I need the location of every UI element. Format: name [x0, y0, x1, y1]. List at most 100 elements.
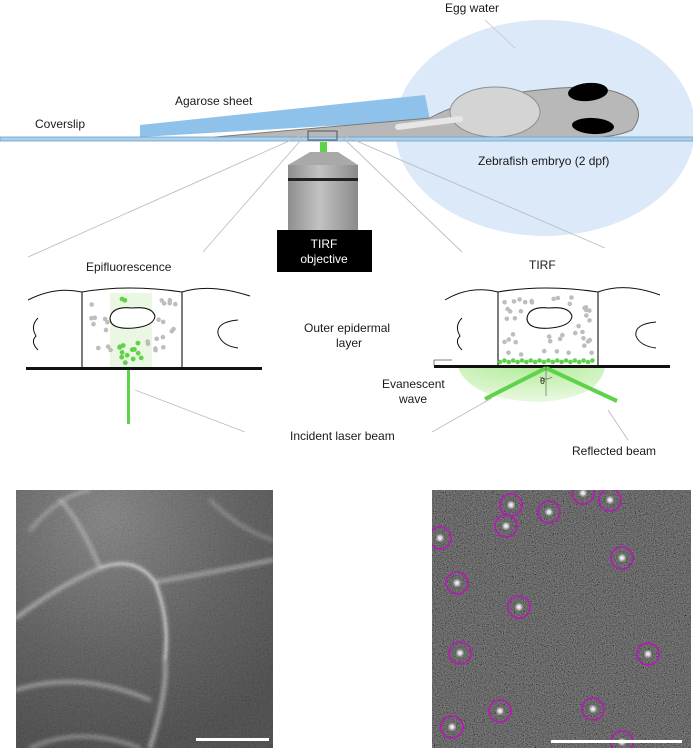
- cell-particle: [518, 352, 524, 357]
- fluorescent-particle-membrane: [510, 358, 516, 363]
- fluorescent-particle: [135, 340, 141, 346]
- cell-particle: [576, 323, 581, 329]
- cell-particle: [560, 332, 565, 338]
- fluorescent-particle-membrane: [506, 359, 512, 365]
- cell-particle: [160, 319, 166, 325]
- leader-reflected: [607, 409, 629, 441]
- scale-bar-right: [551, 740, 682, 743]
- fluorescent-particle-membrane: [546, 358, 551, 363]
- cell-particle: [156, 317, 161, 323]
- label-evanescent-line1: Evanescent: [382, 377, 445, 391]
- cell-particle: [529, 298, 534, 304]
- fluorescent-particle-membrane: [502, 358, 507, 363]
- fluorescent-particle-membrane: [528, 358, 534, 363]
- epifluorescence-schematic: Epifluorescence: [26, 260, 262, 424]
- cell-particle: [108, 347, 113, 353]
- detection-circle: [537, 500, 561, 524]
- cell-particle: [583, 307, 589, 313]
- micrograph-tirf: [432, 490, 691, 748]
- egg-water-leader: [484, 19, 516, 49]
- fluorescent-particle: [132, 347, 137, 352]
- fluorescent-spot: [590, 706, 596, 712]
- fluorescent-spot: [580, 490, 586, 496]
- cell-particle: [554, 349, 560, 354]
- cell-particle: [161, 301, 167, 306]
- label-outer-epidermal-line1: Outer epidermal: [304, 321, 390, 335]
- epi-laser-beam: [127, 370, 130, 424]
- label-zebrafish: Zebrafish embryo (2 dpf): [478, 154, 609, 168]
- cell-particle: [504, 316, 510, 322]
- scale-bar-left: [196, 738, 269, 741]
- label-outer-epidermal-line2: layer: [336, 336, 362, 350]
- fluorescent-spot: [454, 580, 460, 586]
- cell-particle: [161, 345, 166, 350]
- fish-eye-lower: [572, 117, 614, 135]
- detection-circle: [432, 526, 452, 550]
- fluorescent-particle-membrane: [559, 359, 564, 365]
- cell-particle: [171, 326, 176, 332]
- fluorescent-particle-membrane: [537, 358, 542, 363]
- label-tirf: TIRF: [529, 258, 556, 272]
- fluorescent-particle-membrane: [541, 359, 547, 365]
- cell-particle: [502, 299, 507, 305]
- label-incident-beam: Incident laser beam: [290, 429, 395, 443]
- fluorescent-particle-membrane: [554, 358, 560, 363]
- detection-circle: [636, 642, 660, 666]
- leader-incident-tirf: [431, 397, 493, 433]
- top-schematic: Egg water Agarose sheet Coverslip Zebraf…: [0, 1, 693, 272]
- fluorescent-spot: [546, 509, 552, 515]
- fluorescent-particle-membrane: [590, 358, 595, 363]
- label-epifluorescence: Epifluorescence: [86, 260, 172, 274]
- fluorescent-spot: [457, 650, 463, 656]
- fluorescent-particle-membrane: [532, 359, 538, 365]
- detection-circle: [581, 697, 605, 721]
- fluorescent-spot: [645, 651, 651, 657]
- detection-circle: [448, 641, 472, 665]
- fluorescent-spot: [619, 555, 625, 561]
- detection-circle: [507, 595, 531, 619]
- fluorescent-particle-membrane: [585, 359, 591, 365]
- cell-particle: [505, 306, 510, 312]
- fluorescent-particle: [117, 344, 123, 350]
- label-egg-water: Egg water: [445, 1, 499, 15]
- detection-circle: [445, 571, 469, 595]
- label-evanescent-line2: wave: [398, 392, 427, 406]
- cell-particle: [103, 327, 109, 333]
- zoom-guide-lines: [27, 132, 606, 258]
- fluorescent-particle-membrane: [519, 358, 525, 363]
- cell-particle: [566, 350, 571, 356]
- cell-particle: [91, 321, 96, 327]
- fluorescent-particle-membrane: [581, 358, 586, 363]
- cell-particle: [102, 316, 108, 322]
- cell-particle: [517, 297, 522, 302]
- fluorescent-particle: [119, 296, 125, 302]
- cell-particle: [587, 318, 592, 323]
- cell-particle: [160, 334, 166, 340]
- agarose-sheet: [140, 95, 430, 137]
- cell-particle: [546, 334, 552, 339]
- detection-circle: [499, 493, 523, 517]
- cell-particle: [580, 329, 585, 335]
- detection-circle: [610, 546, 634, 570]
- cell-particle: [522, 299, 528, 305]
- imaging-region-box: [307, 130, 338, 141]
- label-reflected-beam: Reflected beam: [572, 444, 656, 458]
- cell-particle: [557, 336, 563, 342]
- cell-particle: [92, 315, 98, 321]
- tirf-coverslip: [434, 365, 670, 368]
- middle-labels: Outer epidermal layer Evanescent wave In…: [134, 321, 656, 458]
- fluorescent-spot: [497, 708, 503, 714]
- fluorescent-spot: [449, 724, 455, 730]
- objective-base: [277, 230, 372, 272]
- epi-coverslip: [26, 367, 262, 370]
- cell-particle: [569, 295, 574, 300]
- cell-particle: [105, 319, 110, 325]
- label-coverslip: Coverslip: [35, 117, 85, 131]
- fluorescent-particle: [119, 354, 125, 360]
- cell-particle: [502, 339, 507, 345]
- fluorescent-particle: [124, 352, 130, 358]
- cell-particle: [584, 313, 589, 318]
- cell-particle: [89, 302, 94, 307]
- fish-eye-upper: [568, 82, 608, 102]
- cell-particle: [512, 316, 518, 321]
